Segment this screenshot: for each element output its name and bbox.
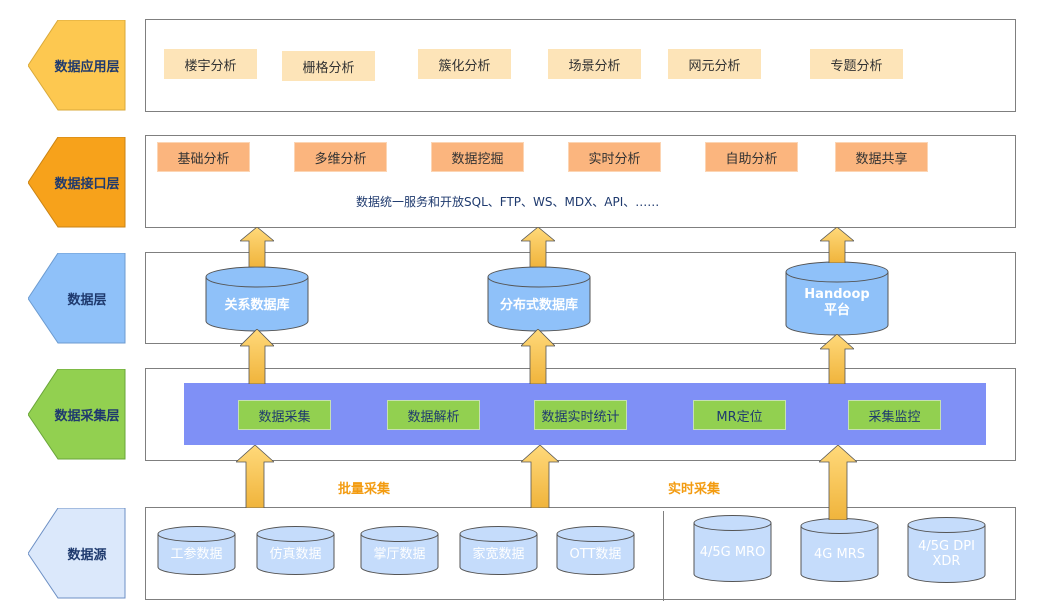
layer-label-app: 数据应用层	[54, 60, 120, 75]
database-icon	[459, 526, 538, 575]
database-icon	[693, 515, 772, 582]
source-label: 工参数据	[170, 547, 223, 562]
layer-label-data: 数据层	[67, 293, 107, 308]
layer-tag-app: 数据应用层	[28, 20, 126, 111]
interface-item: 基础分析	[157, 142, 250, 172]
database-icon	[157, 526, 236, 575]
database-icon	[360, 526, 439, 575]
collection-item: 数据实时统计	[534, 400, 627, 430]
up-arrow-icon	[236, 445, 274, 508]
up-arrow-icon	[521, 445, 559, 508]
source-cylinder: 家宽数据	[459, 526, 538, 576]
app-item: 楼宇分析	[164, 49, 257, 79]
realtime-collection-label: 实时采集	[668, 482, 721, 497]
source-label: 家宽数据	[472, 547, 525, 562]
source-cylinder: 仿真数据	[256, 526, 335, 576]
interface-item: 数据共享	[835, 142, 928, 172]
collection-item: 数据采集	[238, 400, 331, 430]
layer-label-interface: 数据接口层	[54, 177, 120, 192]
source-cylinder: OTT数据	[556, 526, 635, 576]
source-label: OTT数据	[569, 547, 622, 562]
source-label: 仿真数据	[269, 547, 322, 562]
database-icon	[487, 266, 591, 332]
collection-item: MR定位	[693, 400, 786, 430]
source-label: 4G MRS	[814, 547, 865, 562]
pentagon-arrow-icon	[28, 253, 126, 344]
batch-collection-label: 批量采集	[338, 482, 391, 497]
layer-tag-data: 数据层	[28, 253, 126, 344]
layer-tag-source: 数据源	[28, 508, 126, 599]
up-arrow-icon	[819, 445, 857, 520]
interface-item: 实时分析	[568, 142, 661, 172]
pentagon-arrow-icon	[28, 137, 126, 228]
layer-tag-interface: 数据接口层	[28, 137, 126, 228]
database-icon	[907, 517, 986, 583]
layer-label-source: 数据源	[67, 548, 107, 563]
source-label: 掌厅数据	[373, 547, 426, 562]
interface-item: 多维分析	[294, 142, 387, 172]
database-icon	[205, 266, 309, 332]
pentagon-arrow-icon	[28, 20, 126, 111]
up-arrow-icon	[820, 227, 854, 263]
up-arrow-icon	[240, 227, 274, 267]
source-cylinder: 4/5G DPI XDR	[907, 517, 986, 584]
layer-label-collection: 数据采集层	[54, 409, 120, 424]
up-arrow-icon	[820, 334, 854, 384]
up-arrow-icon	[521, 329, 555, 384]
layer-tag-collection: 数据采集层	[28, 369, 126, 460]
app-item: 专题分析	[810, 49, 903, 79]
source-label: 4/5G MRO	[699, 545, 766, 560]
collection-item: 数据解析	[387, 400, 480, 430]
database-cylinder: 关系数据库	[205, 266, 309, 332]
source-cylinder: 工参数据	[157, 526, 236, 576]
up-arrow-icon	[521, 227, 555, 267]
database-cylinder: Handoop 平台	[785, 261, 889, 336]
database-label: 关系数据库	[224, 298, 290, 313]
collection-item: 采集监控	[848, 400, 941, 430]
source-cylinder: 4/5G MRO	[693, 515, 772, 583]
pentagon-arrow-icon	[28, 369, 126, 460]
pentagon-arrow-icon	[28, 508, 126, 599]
source-cylinder: 掌厅数据	[360, 526, 439, 576]
source-label: 4/5G DPI XDR	[918, 539, 975, 569]
app-item: 网元分析	[668, 49, 761, 79]
database-icon	[785, 261, 889, 336]
database-icon	[800, 518, 879, 582]
interface-note: 数据统一服务和开放SQL、FTP、WS、MDX、API、……	[356, 195, 660, 209]
source-divider	[663, 511, 664, 601]
database-cylinder: 分布式数据库	[487, 266, 591, 332]
database-label: 分布式数据库	[499, 298, 578, 313]
app-item: 场景分析	[548, 49, 641, 79]
interface-item: 自助分析	[705, 142, 798, 172]
app-item: 栅格分析	[282, 51, 375, 81]
app-item: 簇化分析	[418, 49, 511, 79]
source-cylinder: 4G MRS	[800, 518, 879, 583]
up-arrow-icon	[240, 329, 274, 384]
interface-item: 数据挖掘	[431, 142, 524, 172]
database-label: Handoop 平台	[804, 287, 870, 318]
database-icon	[256, 526, 335, 575]
database-icon	[556, 526, 635, 575]
